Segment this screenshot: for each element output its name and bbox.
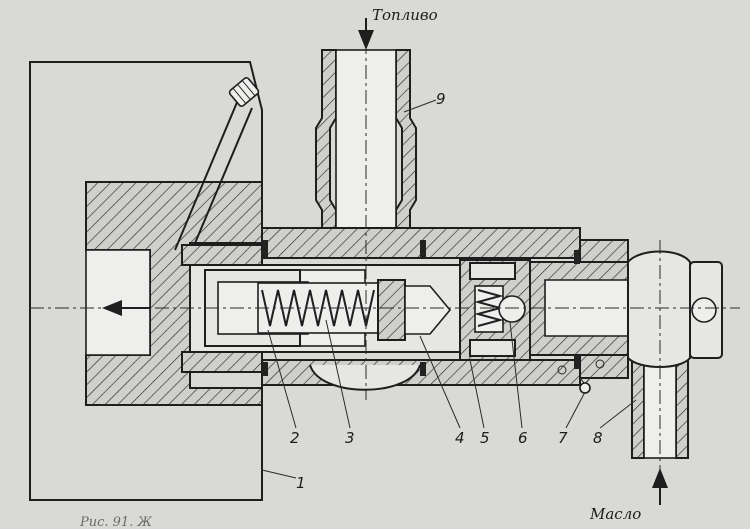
outlet-fitting <box>529 239 723 379</box>
lower-nut <box>309 364 421 391</box>
gaskets <box>262 240 580 376</box>
oil-inlet-pipe <box>627 250 691 459</box>
oil-label: Масло <box>589 505 641 523</box>
callout-9: 9 <box>436 90 446 108</box>
callout-8: 8 <box>593 429 603 447</box>
leader-lines <box>261 99 637 479</box>
caption-partial: Рис. 91. Ж <box>79 515 152 529</box>
callout-5: 5 <box>480 429 490 447</box>
grease-nipple <box>228 77 260 107</box>
callout-4: 4 <box>455 429 465 447</box>
callout-1: 1 <box>296 474 306 492</box>
lock-wire <box>557 359 605 394</box>
callout-3: 3 <box>345 429 355 447</box>
ball-check-valve <box>459 259 531 361</box>
plunger <box>377 279 452 341</box>
callout-2: 2 <box>290 429 300 447</box>
callout-7: 7 <box>558 429 568 447</box>
oblique-oil-passage <box>174 77 260 256</box>
callout-6: 6 <box>518 429 528 447</box>
fuel-label: Топливо <box>372 6 438 24</box>
